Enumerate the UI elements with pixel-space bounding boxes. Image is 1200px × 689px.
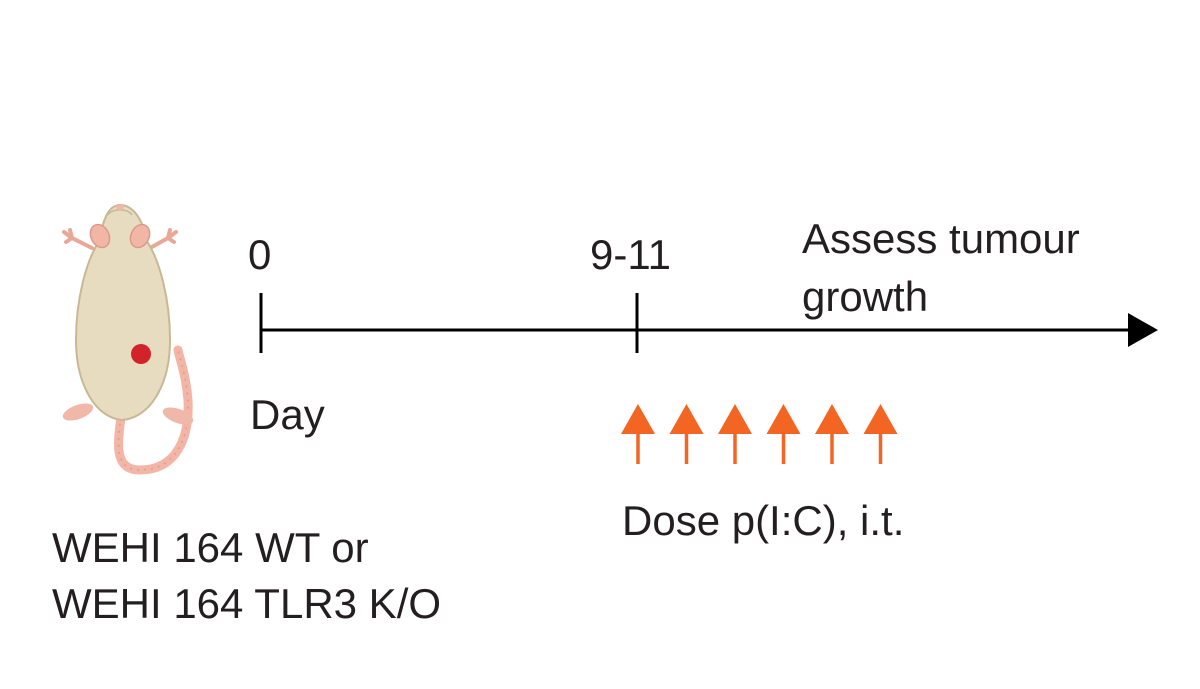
mouse-hind-foot-left [62,403,94,421]
dose-arrow-group [621,404,898,464]
dose-arrow-2 [669,404,704,464]
tumour-dot [131,344,151,364]
mouse-tail [114,345,193,475]
mouse-ear-left [89,223,111,249]
mouse-nose [116,204,124,210]
endpoint-label-line1: Assess tumour [802,215,1080,262]
cell-line-label-line1: WEHI 164 WT or [52,524,369,571]
cell-line-label-line2: WEHI 164 TLR3 K/O [52,580,442,627]
mouse-front-paw-right [148,228,178,250]
tick-label-day-0: 0 [248,231,272,278]
dose-arrow-6 [863,404,898,464]
dose-arrow-1 [621,404,655,464]
timeline-arrowhead [1128,313,1158,347]
dose-label: Dose p(I:C), i.t. [622,497,905,544]
endpoint-label-line2: growth [802,273,929,320]
mouse-ear-right [129,223,151,249]
dose-arrow-5 [815,404,849,464]
endpoint-label: Assess tumour growth [802,210,1080,326]
mouse-front-paw-left [62,228,94,250]
dose-arrow-3 [718,404,752,464]
axis-label-day: Day [250,391,325,438]
cell-line-label: WEHI 164 WT or WEHI 164 TLR3 K/O [52,520,441,632]
tick-label-day-9-11: 9-11 [590,231,671,278]
mouse-hind-foot-right [162,407,194,425]
dose-arrow-4 [766,404,801,464]
